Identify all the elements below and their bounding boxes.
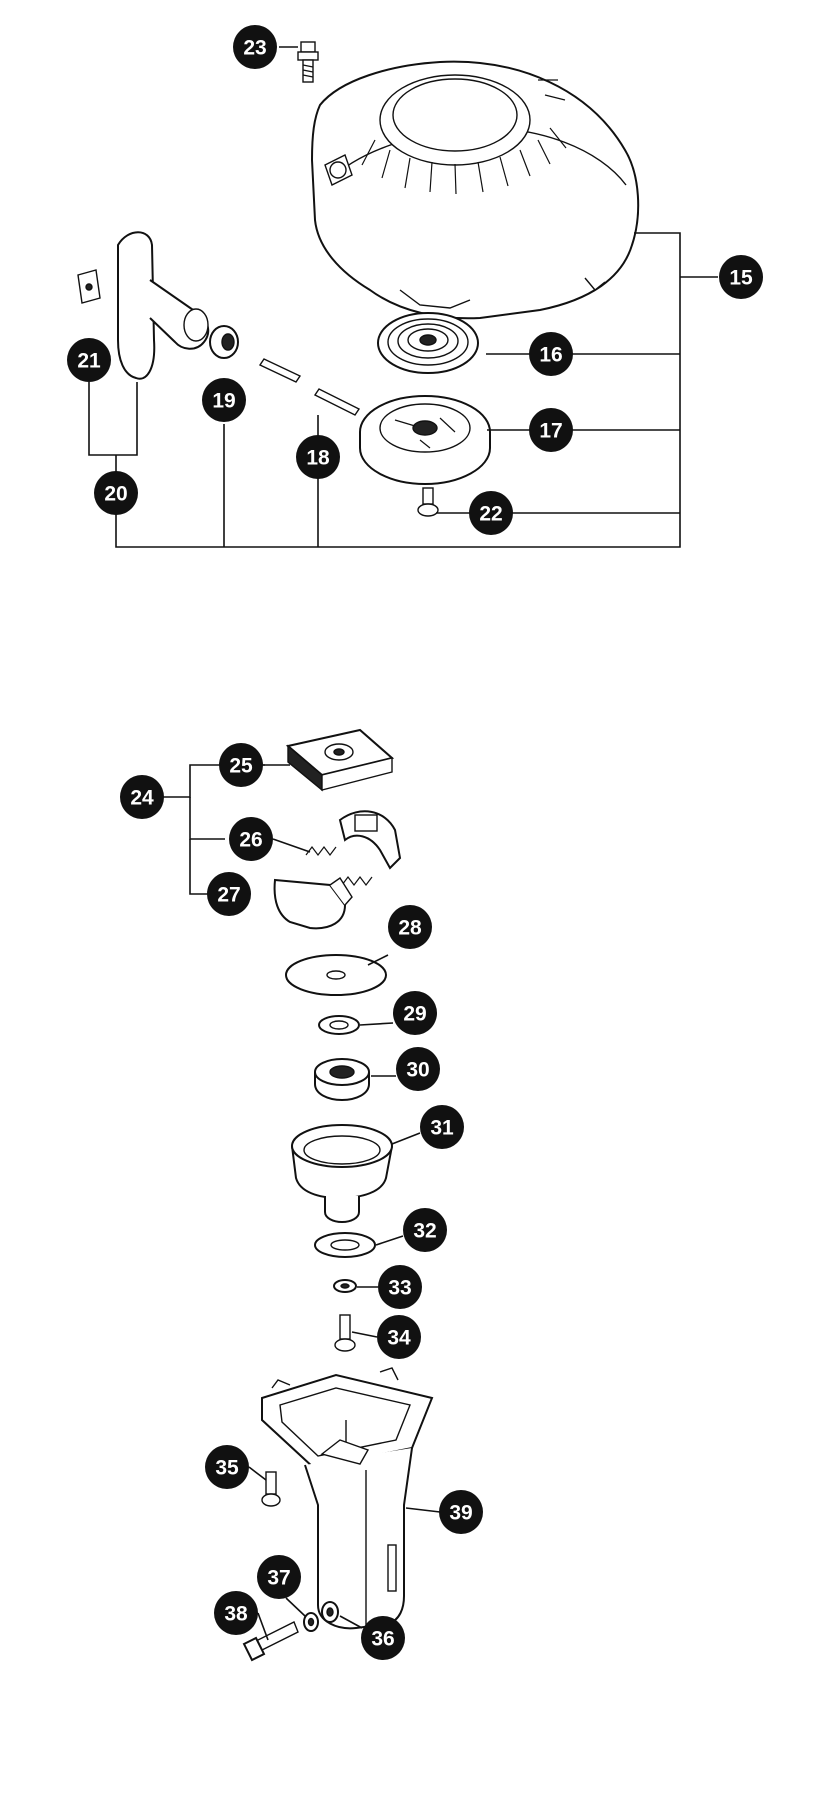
screw-part-23 — [297, 41, 319, 83]
svg-text:17: 17 — [539, 420, 562, 443]
callout-26: 26 — [229, 817, 273, 861]
leader-31 — [391, 1132, 421, 1145]
leader-37 — [285, 1597, 306, 1617]
callout-23: 23 — [233, 25, 277, 69]
bolt-part-38 — [242, 1621, 299, 1662]
leader-36 — [339, 1615, 363, 1629]
leader-32 — [375, 1235, 404, 1246]
washer-part-33 — [333, 1279, 357, 1293]
leader-34 — [351, 1331, 378, 1338]
svg-text:24: 24 — [130, 787, 154, 810]
recoil-spring-part-16 — [377, 312, 479, 374]
svg-text:30: 30 — [406, 1059, 429, 1082]
callout-29: 29 — [393, 991, 437, 1035]
svg-text:23: 23 — [243, 37, 266, 60]
svg-text:25: 25 — [229, 755, 253, 778]
starter-housing-part-15 — [310, 60, 640, 320]
callout-37: 37 — [257, 1555, 301, 1599]
callout-20: 20 — [94, 471, 138, 515]
svg-text:26: 26 — [239, 829, 262, 852]
callout-34: 34 — [377, 1315, 421, 1359]
leader-24-low — [189, 839, 210, 895]
clutch-plate-part-25 — [285, 728, 395, 792]
leader-38 — [257, 1612, 269, 1641]
svg-text:35: 35 — [215, 1457, 239, 1480]
rope-guide-part-19 — [209, 325, 239, 359]
clutch-shoe-upper — [338, 810, 402, 870]
callout-22: 22 — [469, 491, 513, 535]
callout-39: 39 — [439, 1490, 483, 1534]
leader-35 — [248, 1466, 267, 1481]
clutch-spring-part-26 — [305, 846, 373, 886]
leader-21-20 — [88, 382, 138, 456]
clutch-drum-part-31 — [291, 1124, 393, 1224]
washer-part-36 — [321, 1601, 339, 1623]
callout-16: 16 — [529, 332, 573, 376]
callout-17: 17 — [529, 408, 573, 452]
svg-text:32: 32 — [413, 1220, 436, 1243]
pulley-part-17 — [359, 395, 491, 486]
clutch-housing-part-39 — [261, 1367, 434, 1630]
callout-36: 36 — [361, 1616, 405, 1660]
svg-text:15: 15 — [729, 267, 753, 290]
starter-grip-part-20 — [117, 231, 210, 380]
svg-text:19: 19 — [212, 390, 235, 413]
callout-28: 28 — [388, 905, 432, 949]
bolt-part-35 — [261, 1471, 281, 1507]
screw-part-22 — [417, 487, 439, 517]
leader-15 — [115, 232, 681, 548]
callout-25: 25 — [219, 743, 263, 787]
callout-30: 30 — [396, 1047, 440, 1091]
callout-19: 19 — [202, 378, 246, 422]
starter-rope-part-18 — [258, 358, 361, 416]
clutch-shoe-part-27 — [273, 877, 353, 930]
svg-text:21: 21 — [77, 350, 101, 373]
washer-part-29 — [318, 1015, 360, 1035]
svg-text:27: 27 — [217, 884, 240, 907]
svg-text:39: 39 — [449, 1502, 472, 1525]
callout-18: 18 — [296, 435, 340, 479]
bolt-part-34 — [334, 1314, 356, 1352]
leader-26 — [272, 838, 311, 853]
svg-text:18: 18 — [306, 447, 330, 470]
callout-38: 38 — [214, 1591, 258, 1635]
leader-29 — [359, 1022, 394, 1026]
callout-31: 31 — [420, 1105, 464, 1149]
callout-15: 15 — [719, 255, 763, 299]
callout-35: 35 — [205, 1445, 249, 1489]
leader-24-mid — [189, 797, 225, 840]
washer-part-28 — [285, 954, 387, 996]
svg-text:16: 16 — [539, 344, 562, 367]
washer-part-37 — [303, 1612, 319, 1632]
callout-21: 21 — [67, 338, 111, 382]
svg-text:22: 22 — [479, 503, 502, 526]
callout-33: 33 — [378, 1265, 422, 1309]
svg-text:28: 28 — [398, 917, 422, 940]
callout-27: 27 — [207, 872, 251, 916]
washer-part-32 — [314, 1232, 376, 1258]
plate-part-21 — [77, 269, 101, 304]
svg-text:34: 34 — [387, 1327, 411, 1350]
svg-text:31: 31 — [430, 1117, 454, 1140]
svg-text:37: 37 — [267, 1567, 290, 1590]
svg-text:38: 38 — [224, 1603, 248, 1626]
svg-text:20: 20 — [104, 483, 127, 506]
leader-28 — [367, 954, 389, 966]
leader-39 — [405, 1507, 441, 1513]
callout-24: 24 — [120, 775, 164, 819]
bearing-part-30 — [314, 1058, 370, 1102]
svg-text:33: 33 — [388, 1277, 411, 1300]
svg-text:29: 29 — [403, 1003, 426, 1026]
svg-text:36: 36 — [371, 1628, 394, 1651]
callout-32: 32 — [403, 1208, 447, 1252]
